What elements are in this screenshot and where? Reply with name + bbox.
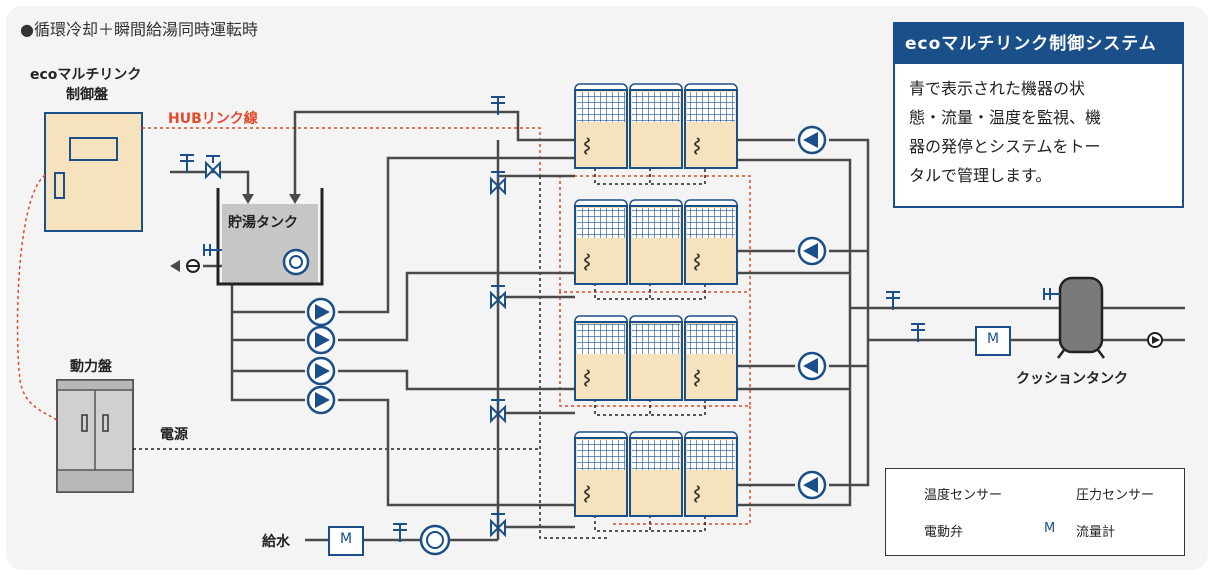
legend-flow-meter: 流量計 — [1076, 525, 1116, 540]
legend-motor-valve: 電動弁 — [924, 525, 964, 540]
motor-valve-icon — [490, 171, 506, 196]
hub-line-label: HUBリンク線 — [168, 111, 258, 127]
motor-valve-icon — [490, 399, 506, 424]
motor-valve-icon — [490, 285, 506, 310]
pump-icon — [797, 236, 827, 266]
pipes — [170, 110, 1185, 542]
motor-valve-icon — [490, 513, 506, 538]
power-source-label: 電源 — [160, 427, 188, 443]
pump-icon — [797, 470, 827, 500]
cushion-tank-label: クッションタンク — [1016, 371, 1128, 387]
chiller-module — [574, 199, 628, 285]
pump-icon — [306, 356, 336, 386]
temperature-sensor-icon — [886, 291, 900, 310]
motor-valves — [205, 155, 506, 538]
legend: 温度センサー 圧力センサー 電動弁 流量計 M — [885, 468, 1185, 556]
chiller-module — [629, 199, 683, 285]
power-panel — [56, 379, 134, 493]
flow-arrows — [170, 194, 301, 272]
diagram-title: ●循環冷却＋瞬間給湯同時運転時 — [20, 20, 258, 39]
chiller-module — [574, 315, 628, 401]
temperature-sensor-icon — [180, 154, 194, 173]
chiller-module — [574, 83, 628, 169]
pump-icon — [306, 297, 336, 327]
temperature-sensor-icon — [491, 96, 505, 115]
flow-meter-symbol: M — [987, 331, 1000, 347]
chiller-module — [629, 315, 683, 401]
temperature-sensor-icon — [393, 523, 407, 542]
pressure-sensor — [419, 524, 451, 556]
flow-meter — [328, 326, 1011, 556]
storage-tank — [186, 188, 324, 286]
power-panel-label: 動力盤 — [70, 359, 112, 375]
legend-temp-sensor: 温度センサー — [924, 488, 1003, 503]
eco-panel-label-line1: ecoマルチリンク — [30, 67, 142, 83]
legend-pressure-sensor: 圧力センサー — [1076, 488, 1155, 503]
chiller-module — [629, 83, 683, 169]
eco-system-title: ecoマルチリンク制御システム — [895, 24, 1182, 64]
eco-panel-label-line2: 制御盤 — [66, 87, 108, 103]
motor-valve-icon — [205, 155, 221, 180]
pump-icon — [306, 385, 336, 415]
storage-tank-label: 貯湯タンク — [228, 215, 298, 231]
pump-icon — [306, 325, 336, 355]
pump-icon — [797, 351, 827, 381]
eco-system-description: 青で表示された機器の状 態・流量・温度を監視、機 器の発停とシステムをトー タル… — [909, 79, 1102, 185]
pumps — [306, 125, 827, 500]
cushion-tank — [1043, 276, 1163, 359]
chiller-module — [684, 199, 738, 285]
chiller-units — [574, 83, 738, 517]
pump-icon — [797, 125, 827, 155]
flow-meter-symbol: M — [340, 531, 353, 547]
chiller-module — [684, 315, 738, 401]
chiller-module — [629, 431, 683, 517]
chiller-module — [684, 83, 738, 169]
chiller-module — [574, 431, 628, 517]
chiller-module — [684, 431, 738, 517]
temperature-sensor-icon — [911, 323, 925, 342]
eco-control-panel — [44, 112, 143, 232]
water-supply-label: 給水 — [262, 534, 290, 550]
legend-flow-meter-symbol: M — [1044, 521, 1056, 536]
eco-system-info-box: ecoマルチリンク制御システム 青で表示された機器の状 態・流量・温度を監視、機… — [893, 22, 1184, 208]
temperature-sensors — [180, 96, 925, 542]
